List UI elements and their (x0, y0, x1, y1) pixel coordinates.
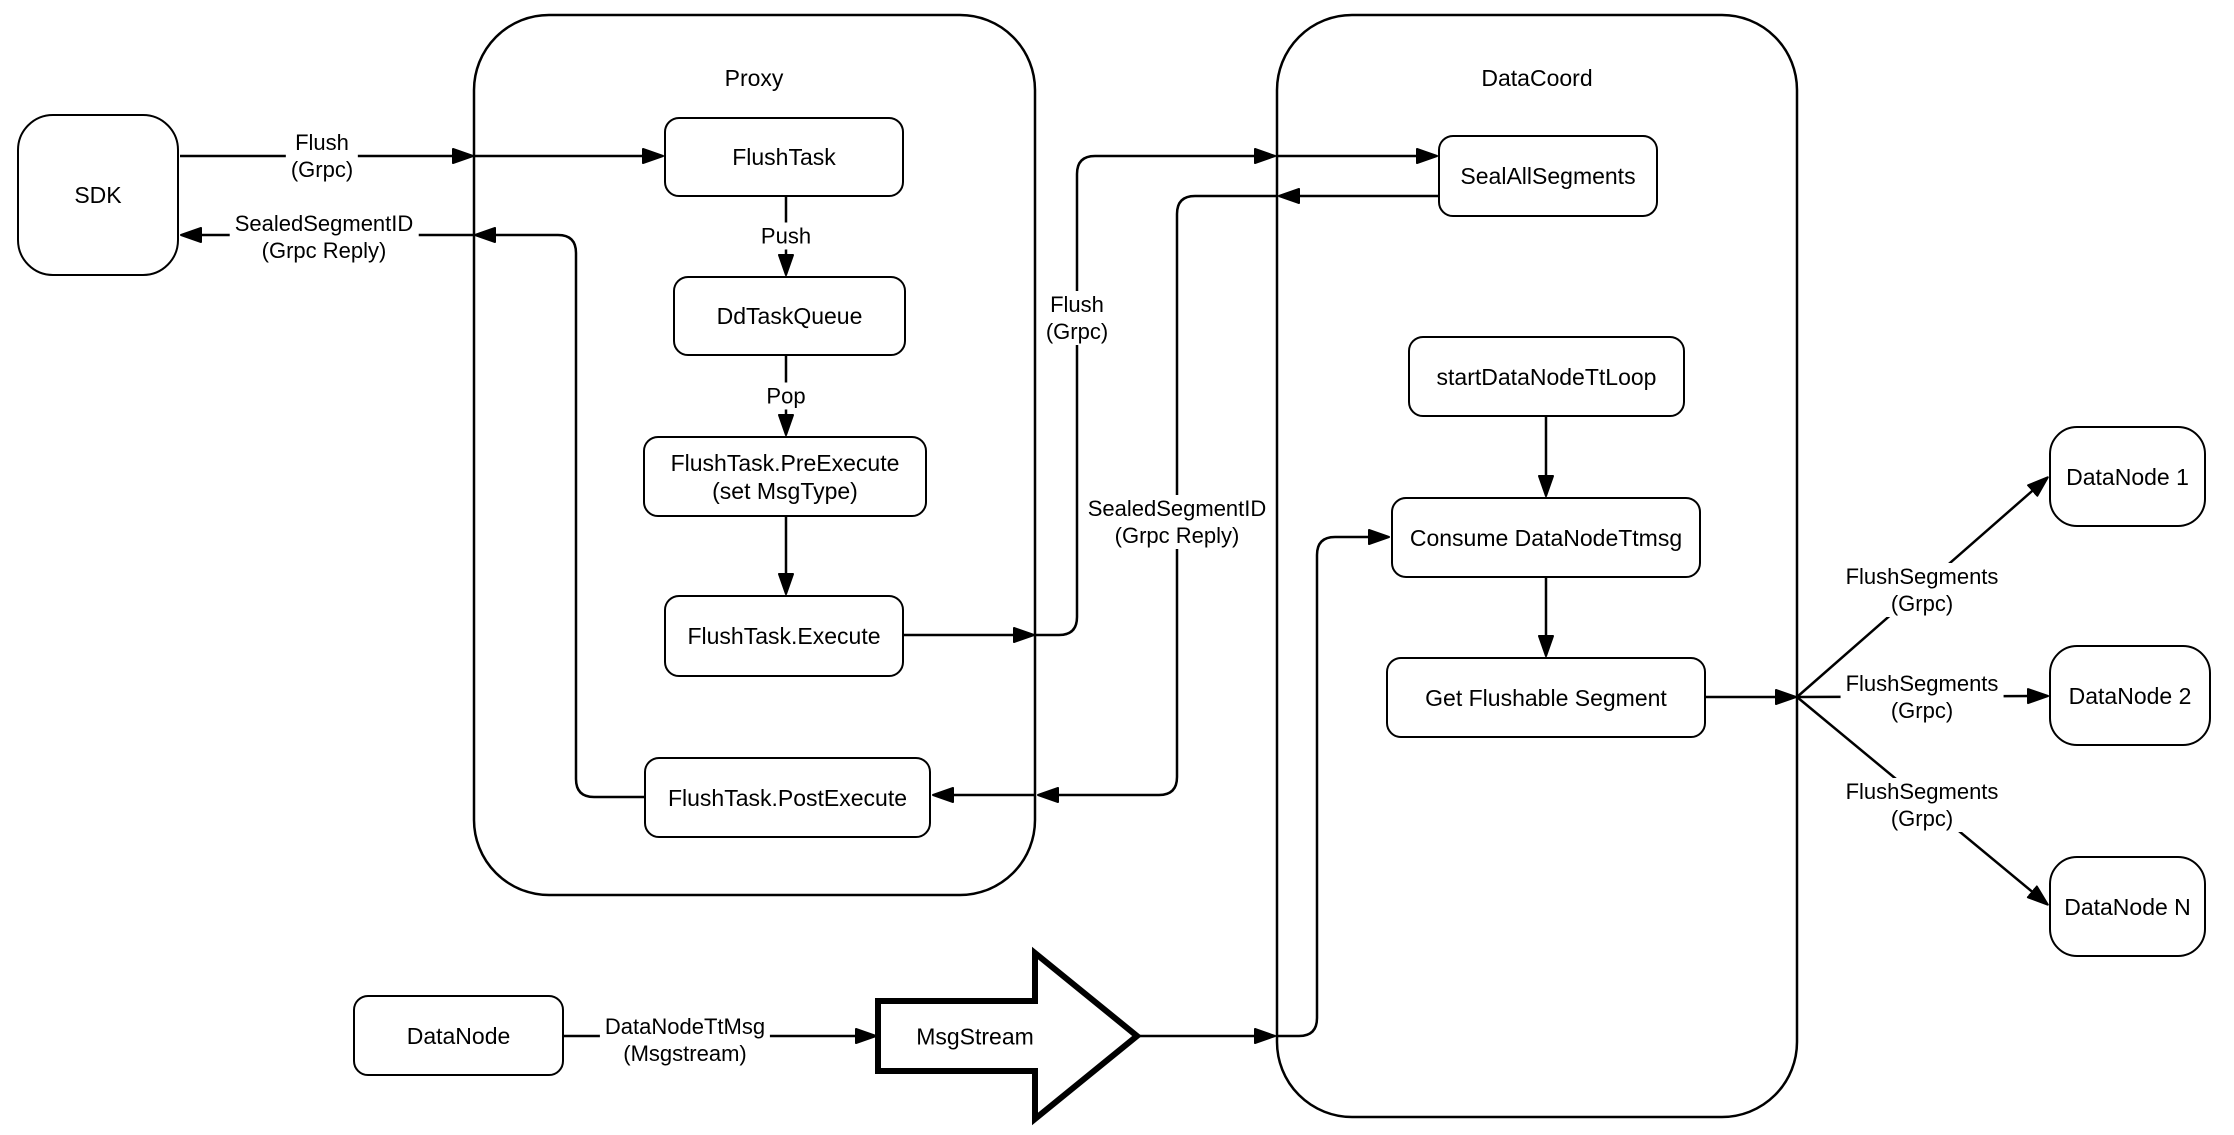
edge-label-line: FlushSegments (1845, 564, 1999, 589)
edge-label-pop: Pop (761, 382, 811, 410)
edge-label-line: (Grpc) (1890, 698, 1954, 723)
node-sealallsegments: SealAllSegments (1438, 135, 1658, 217)
edge-postexecute-to-proxy-edge (474, 227, 644, 799)
edge-label-line: (Grpc) (1890, 806, 1954, 831)
node-datanode-2: DataNode 2 (2049, 645, 2211, 746)
node-sdk: SDK (17, 114, 179, 276)
edge-label-line: SealedSegmentID (234, 211, 414, 236)
edge-label-sealedsegmentid-sdk: SealedSegmentID (Grpc Reply) (229, 210, 419, 264)
node-flushtask-execute: FlushTask.Execute (664, 595, 904, 677)
edge-label-line: (Grpc Reply) (1114, 523, 1240, 548)
edge-flush-up-to-datacoord (1036, 148, 1276, 637)
edge-label-line: Push (760, 223, 812, 249)
edge-label-line: (Grpc) (290, 157, 354, 182)
node-ddtaskqueue: DdTaskQueue (673, 276, 906, 356)
node-flushtask-postexecute: FlushTask.PostExecute (644, 757, 931, 838)
edge-label-line: (Msgstream) (623, 1041, 747, 1066)
edge-label-datanodettmsg: DataNodeTtMsg (Msgstream) (599, 1013, 771, 1067)
proxy-container (472, 13, 1037, 897)
edge-label-flushsegments-1: FlushSegments (Grpc) (1840, 563, 2004, 617)
edge-msgstream-up-to-consume (1277, 529, 1390, 1038)
edge-label-push: Push (755, 222, 817, 250)
msgstream-block-arrow (875, 946, 1142, 1126)
edge-label-flush-grpc-mid: Flush (Grpc) (1040, 291, 1114, 345)
proxy-container-title: Proxy (724, 65, 784, 91)
edge-label-sealedsegmentid-mid: SealedSegmentID (Grpc Reply) (1082, 495, 1272, 549)
edge-label-line: (Grpc) (1890, 591, 1954, 616)
node-flushtask-preexecute-line1: FlushTask.PreExecute (670, 449, 900, 476)
edge-label-line: (Grpc) (1045, 319, 1109, 344)
datacoord-container-title: DataCoord (1481, 65, 1593, 91)
node-datanode-1: DataNode 1 (2049, 426, 2206, 527)
edge-label-line: SealedSegmentID (1087, 496, 1267, 521)
edge-label-line: Flush (1050, 292, 1104, 317)
msgstream-label: MsgStream (916, 1023, 1034, 1050)
edge-label-line: FlushSegments (1845, 779, 1999, 804)
edge-label-flushsegments-2: FlushSegments (Grpc) (1840, 670, 2004, 724)
edge-label-line: Flush (295, 130, 349, 155)
node-datanode-n: DataNode N (2049, 856, 2206, 957)
node-flushtask-preexecute-line2: (set MsgType) (712, 477, 858, 504)
node-datanode-bottom: DataNode (353, 995, 564, 1076)
edge-label-flush-grpc-sdk: Flush (Grpc) (285, 129, 359, 183)
edge-label-line: (Grpc Reply) (261, 238, 387, 263)
node-startdatanodettloop: startDataNodeTtLoop (1408, 336, 1685, 417)
edge-label-line: FlushSegments (1845, 671, 1999, 696)
edge-label-line: Pop (766, 383, 806, 409)
node-consume-datanodettmsg: Consume DataNodeTtmsg (1391, 497, 1701, 578)
node-flushtask: FlushTask (664, 117, 904, 197)
node-get-flushable-segment: Get Flushable Segment (1386, 657, 1706, 738)
datacoord-container (1275, 13, 1799, 1119)
edge-label-line: DataNodeTtMsg (604, 1014, 766, 1039)
edge-label-flushsegments-3: FlushSegments (Grpc) (1840, 778, 2004, 832)
node-flushtask-preexecute: FlushTask.PreExecute (set MsgType) (643, 436, 927, 517)
